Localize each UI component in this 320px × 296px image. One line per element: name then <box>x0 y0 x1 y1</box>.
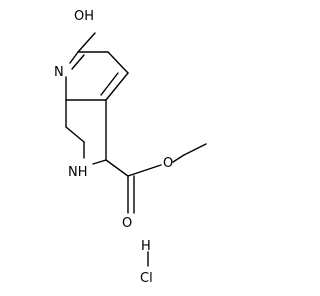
salt-hydrogen-label: H <box>141 239 151 254</box>
bond-lines <box>65 32 207 267</box>
amine-label: NH <box>68 165 88 180</box>
chlorine-label: Cl <box>140 271 153 286</box>
ring-nitrogen-label: N <box>54 65 64 80</box>
molecule-structure: OH N NH O O H Cl <box>54 9 207 286</box>
carbonyl-oxygen-label: O <box>122 216 132 231</box>
hydroxyl-label: OH <box>74 9 94 24</box>
ester-oxygen-label: O <box>163 156 173 171</box>
